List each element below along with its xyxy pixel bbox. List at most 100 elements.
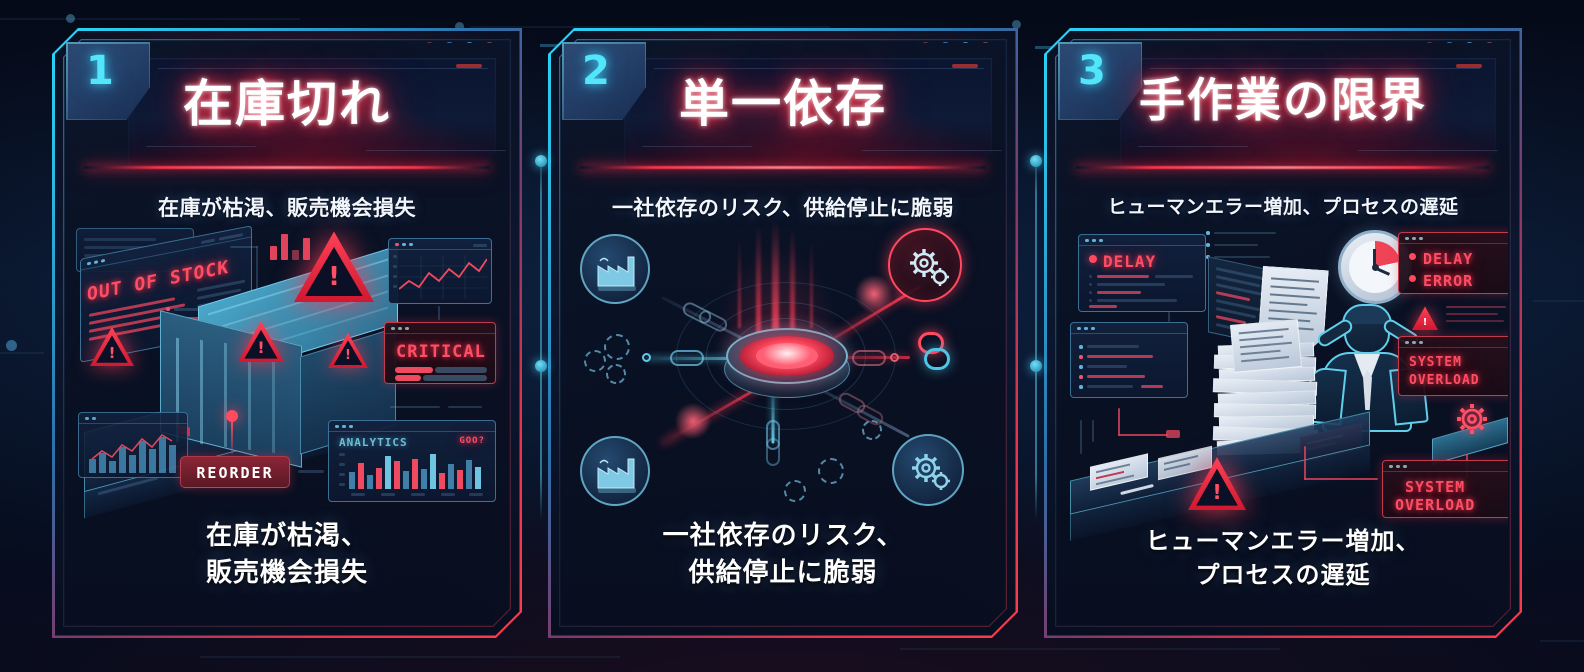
node-dot [890,353,899,362]
spark-burst [854,274,894,314]
trace [438,306,440,320]
status-dot [941,42,950,43]
card-3[interactable]: 3 手作業の限界 ヒューマンエラー増加、プロセスの遅延 [1044,28,1522,638]
header-dash [456,64,482,68]
card-title: 単一依存 [679,75,887,133]
illustration-stockout: OUT OF STOCK [70,224,504,524]
title-plate [1120,58,1496,166]
alert-beam [738,236,741,328]
chart-bar [281,234,288,260]
title-underglow [84,166,490,169]
header-trace [1138,146,1248,148]
trace [230,246,258,248]
chart-bar [270,246,277,260]
status-dot [425,42,434,43]
alert-beam [772,220,779,344]
noise-text [1446,306,1508,330]
trace [1214,244,1258,246]
factory-icon [597,458,635,489]
card-caption: 一社依存のリスク、 供給停止に脆弱 [572,518,994,592]
header-dash [952,64,978,68]
factory-icon [597,256,635,287]
bg-trace [0,352,44,354]
trace [1214,232,1276,234]
title-underglow [1076,166,1490,169]
trace [1118,434,1168,436]
trace [256,246,258,302]
card-2[interactable]: 2 単一依存 一社依存のリスク、供給停止に脆弱 [548,28,1018,638]
header-trace [654,68,984,70]
supplier-node-factory-2[interactable] [580,436,650,506]
card-connector [540,150,542,520]
supplier-node-gear-failed[interactable] [888,228,962,302]
trace [1080,420,1082,454]
delay-error-window: DELAY ERROR [1398,232,1508,294]
chain-link-icon [766,420,780,450]
error-label: ERROR [1423,272,1474,290]
caption-line-1: ヒューマンエラー増加、 [1145,526,1421,555]
analytics-badge: GOO? [459,436,485,446]
gear-icon [604,334,630,360]
warning-triangle-large: ! [294,230,374,302]
card-subtitle: 在庫が枯渇、販売機会損失 [158,196,416,220]
gear-icon [606,364,626,384]
system-overload-window-top: SYSTEM OVERLOAD [1398,336,1508,396]
supplier-node-gear[interactable] [892,434,964,506]
card-content: 1 在庫切れ 在庫が枯渇、販売機会損失 [66,42,508,624]
delay-window: DELAY [1078,234,1206,312]
gear-pedestal [1428,402,1508,465]
card-connector [1035,150,1037,520]
bg-trace [200,656,620,658]
card-caption: 在庫が枯渇、 販売機会損失 [76,518,498,592]
card-1[interactable]: 1 在庫切れ 在庫が枯渇、販売機会損失 [52,28,522,638]
bg-node [6,340,17,351]
bg-trace [470,26,830,28]
bg-trace [900,648,1280,650]
status-dot [485,42,494,43]
critical-window: CRITICAL [384,322,496,384]
title-plate [624,58,992,166]
status-dot [981,42,990,43]
header-trace [642,146,752,148]
chain-link-icon [852,350,886,366]
trend-chart-window [388,238,492,304]
trace [390,406,440,408]
alert-beam [756,224,761,342]
alert-beam [790,228,795,340]
trace [1166,430,1180,438]
alert-beam [810,240,813,328]
overload-bottom-line1: SYSTEM [1405,478,1466,496]
header-trace [366,150,506,152]
status-dot [1465,42,1474,43]
card-title: 手作業の限界 [1139,73,1427,127]
header-trace [146,146,256,148]
chain-link-icon [766,438,780,466]
card-caption: ヒューマンエラー増加、 プロセスの遅延 [1068,524,1498,592]
caption-line-2: プロセスの遅延 [1195,560,1371,589]
caption-line-1: 在庫が枯渇、 [205,521,368,552]
supplier-node-factory-1[interactable] [580,234,650,304]
trace [448,406,482,408]
bg-trace [1533,300,1584,302]
bg-node [1012,20,1021,29]
stats-bars [89,433,176,473]
header-trace [1358,150,1498,152]
warning-triangle-small: ! [1412,306,1438,330]
reorder-button[interactable]: REORDER [180,456,290,488]
trace [1168,312,1170,322]
overload-label-line1: SYSTEM [1409,355,1462,370]
reorder-marker [226,410,238,422]
status-dots [921,42,990,43]
header-dash [1456,64,1482,68]
code-window [1070,322,1188,398]
overload-bottom-line2: OVERLOAD [1395,496,1476,514]
status-dot [921,42,930,43]
header-trace [1150,68,1480,70]
stats-window [78,412,188,478]
warning-triangle-small: ! [90,326,134,366]
analytics-label: ANALYTICS [339,436,408,449]
system-overload-window-bottom: SYSTEM OVERLOAD [1382,460,1508,518]
title-plate [128,58,496,166]
caption-line-2: 販売機会損失 [205,558,368,589]
